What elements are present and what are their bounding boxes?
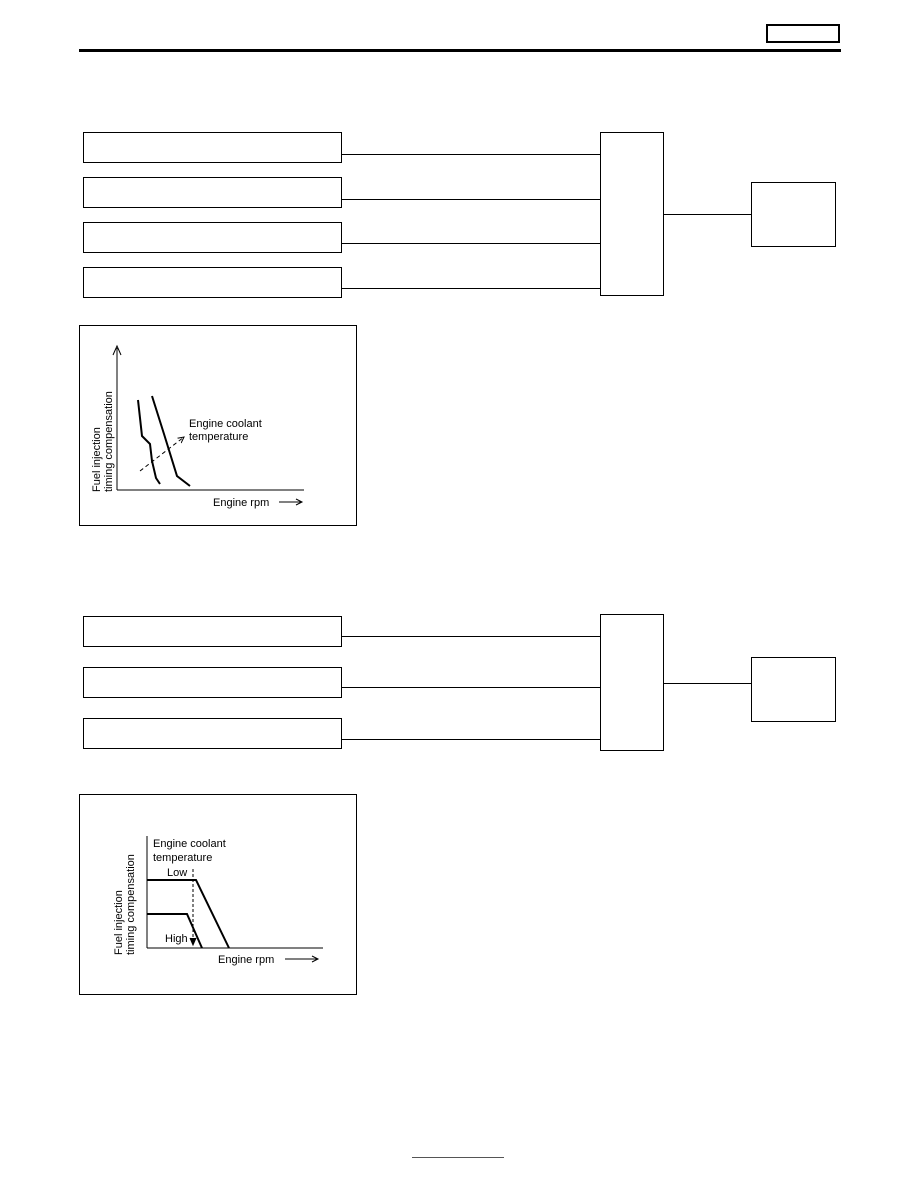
- graph-2-svg: Engine coolant temperature Low High Fuel…: [113, 836, 323, 966]
- input-box-6: [83, 667, 342, 698]
- high-label: High: [165, 933, 188, 945]
- output-box-2: [751, 657, 836, 722]
- annotation-line-1: Engine coolant: [189, 418, 262, 430]
- y-axis-label-line-1-2: Fuel injection: [113, 890, 125, 955]
- x-axis-label-2: Engine rpm: [218, 954, 274, 966]
- curve-low-temp-2: [147, 879, 230, 949]
- input-box-5: [83, 616, 342, 647]
- y-axis-label-line-1: Fuel injection: [91, 427, 103, 492]
- output-box: [751, 182, 836, 247]
- low-label: Low: [167, 867, 187, 879]
- curve-high-temp: [151, 395, 191, 487]
- control-unit-box: [600, 132, 664, 296]
- x-axis-label-arrow-icon-2: [311, 955, 320, 963]
- graph-1-svg: Engine coolant temperature Fuel injectio…: [91, 344, 304, 509]
- connector-line-7: [342, 739, 600, 740]
- x-axis-label-arrow-icon: [295, 498, 304, 506]
- header-section-tab: [766, 24, 840, 43]
- input-box-4: [83, 267, 342, 298]
- graph-panel-2: Engine coolant temperature Low High Fuel…: [79, 794, 357, 995]
- y-axis-label-line-2: timing compensation: [103, 391, 115, 492]
- y-axis-arrow-icon: [112, 344, 122, 356]
- x-axis-label: Engine rpm: [213, 497, 269, 509]
- footer-rule: [412, 1157, 504, 1158]
- header-rule: [79, 49, 841, 52]
- connector-line-2: [342, 199, 600, 200]
- annotation-line-1-2: Engine coolant: [153, 838, 226, 850]
- curve-high-temp-2: [147, 913, 203, 949]
- curve-low-temp: [137, 399, 161, 485]
- input-box-3: [83, 222, 342, 253]
- annotation-line-2-2: temperature: [153, 852, 212, 864]
- input-box-7: [83, 718, 342, 749]
- coolant-direction-arrow-icon: [189, 937, 197, 947]
- connector-line-3: [342, 243, 600, 244]
- output-connector-line: [664, 214, 751, 215]
- y-axis-label-line-2-2: timing compensation: [125, 854, 137, 955]
- connector-line-5: [342, 636, 600, 637]
- output-connector-line-2: [664, 683, 751, 684]
- input-box-2: [83, 177, 342, 208]
- input-box-1: [83, 132, 342, 163]
- coolant-temperature-arrow: [139, 437, 184, 472]
- graph-panel-1: Engine coolant temperature Fuel injectio…: [79, 325, 357, 526]
- connector-line-1: [342, 154, 600, 155]
- annotation-line-2: temperature: [189, 431, 248, 443]
- connector-line-4: [342, 288, 600, 289]
- connector-line-6: [342, 687, 600, 688]
- control-unit-box-2: [600, 614, 664, 751]
